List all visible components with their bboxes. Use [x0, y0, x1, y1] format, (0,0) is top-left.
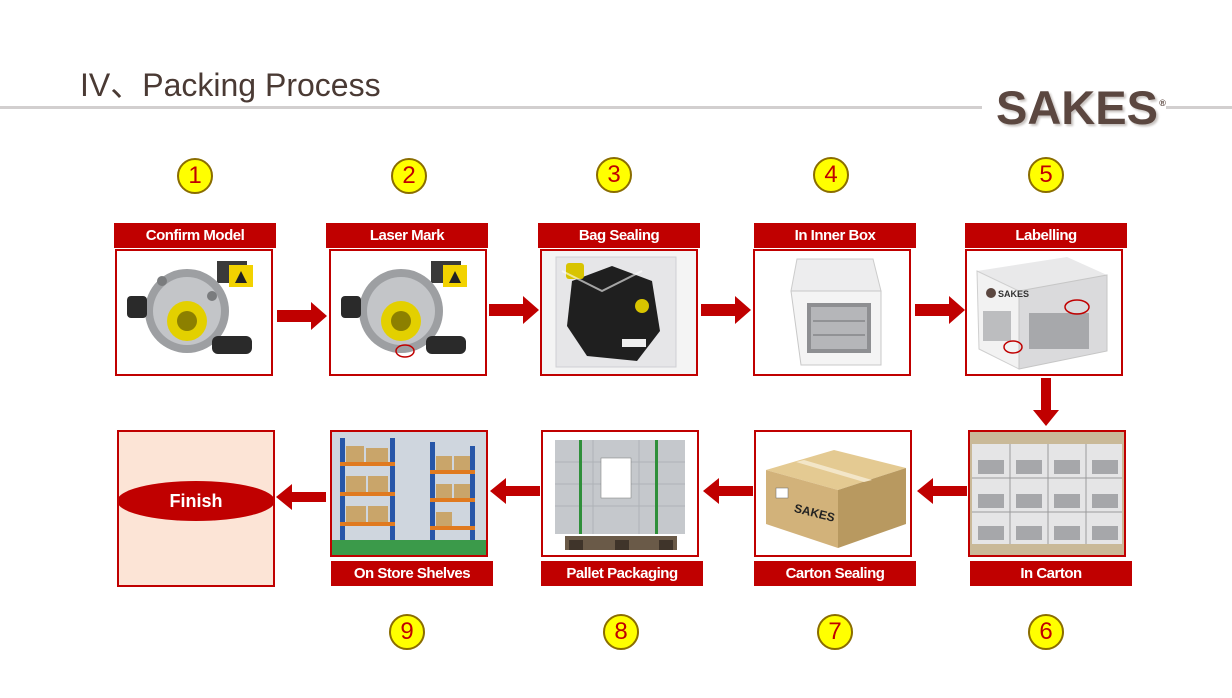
step-label-4: In Inner Box [754, 223, 916, 248]
bagged-pump-photo [540, 249, 698, 376]
step-number-5: 5 [1028, 157, 1064, 193]
laser-marked-pump-photo [329, 249, 487, 376]
header-rule-left [0, 106, 982, 109]
page-title: IV、Packing Process [80, 67, 381, 103]
step-number-8: 8 [603, 614, 639, 650]
arrow-left-icon [276, 484, 326, 510]
arrow-down-icon [1033, 378, 1059, 426]
arrow-right-icon [915, 296, 965, 324]
step-label-9: On Store Shelves [331, 561, 493, 586]
step-label-7: Carton Sealing [754, 561, 916, 586]
boxes-in-carton-photo [968, 430, 1126, 557]
step-label-2: Laser Mark [326, 223, 488, 248]
step-label-5: Labelling [965, 223, 1127, 248]
header-rule-right [1166, 106, 1232, 109]
step-number-7: 7 [817, 614, 853, 650]
step-label-8: Pallet Packaging [541, 561, 703, 586]
step-number-1: 1 [177, 158, 213, 194]
inner-box-photo [753, 249, 911, 376]
arrow-left-icon [703, 478, 753, 504]
finish-badge: Finish [117, 481, 275, 521]
registered-mark: ® [1159, 98, 1166, 108]
step-number-3: 3 [596, 157, 632, 193]
arrow-left-icon [490, 478, 540, 504]
step-label-6: In Carton [970, 561, 1132, 586]
box-brand-text: SAKES [998, 289, 1029, 299]
step-number-9: 9 [389, 614, 425, 650]
arrow-right-icon [277, 302, 327, 330]
logo-text: SAKES [996, 81, 1158, 134]
arrow-right-icon [701, 296, 751, 324]
wrapped-pallet-photo [541, 430, 699, 557]
step-label-3: Bag Sealing [538, 223, 700, 248]
warehouse-shelves-photo [330, 430, 488, 557]
arrow-left-icon [917, 478, 967, 504]
sealed-carton-photo: SAKES [754, 430, 912, 557]
water-pump-photo [115, 249, 273, 376]
labelled-box-photo: SAKES [965, 249, 1123, 376]
arrow-right-icon [489, 296, 539, 324]
step-number-6: 6 [1028, 614, 1064, 650]
step-number-4: 4 [813, 157, 849, 193]
brand-logo: SAKES ® [996, 81, 1166, 134]
step-number-2: 2 [391, 158, 427, 194]
step-label-1: Confirm Model [114, 223, 276, 248]
